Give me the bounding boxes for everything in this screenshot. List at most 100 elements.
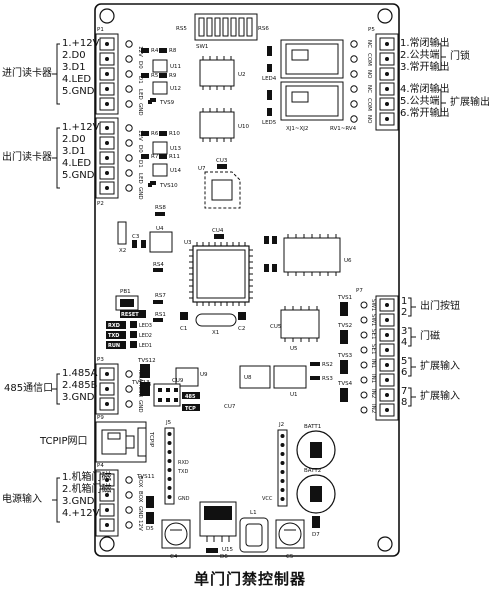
exit-reader-pin: 4.LED [62,158,92,169]
label-u14: U14 [170,168,182,174]
lock-pin: 3.常开输出 [400,62,450,73]
label-c1: C1 [180,326,187,332]
label-r10: R10 [169,131,180,137]
entry-reader-pin: 2.D0 [62,50,86,61]
label-u4: U4 [156,226,164,232]
label-u10: U10 [238,124,250,130]
pin-p2-1: 12V [137,130,143,141]
label-u13: U13 [170,146,182,152]
pin-number: 2 [401,307,408,318]
pin-p4-3: GND [137,506,143,519]
label-tvs1: TVS1 [337,295,352,301]
label-vcc-pin: VCC [262,496,273,502]
pin-number: 4 [401,337,408,348]
power-pin: 4.+12V [62,508,100,519]
pin-p1-5: GND [137,103,143,116]
lock-title: 门锁 [450,51,470,62]
label-485: 485 [185,394,196,400]
pin-number: 3 [401,326,408,337]
door-sensor-nums: 3 4 [401,326,407,348]
label-u11: U11 [170,64,181,70]
ext-out-pin: 6.常开输出 [400,108,450,119]
pin-p1-1: 12V [137,46,143,57]
label-rs3: RS3 [322,376,333,382]
optocouplers [152,59,168,177]
label-led4: LED4 [262,76,277,82]
rs485-pin: 3.GND [62,392,95,403]
label-x2: X2 [119,248,126,254]
pin-p4-1: BOX [137,476,143,488]
label-u1: U1 [290,392,298,398]
label-c4: C4 [170,554,178,560]
ext-in-2-nums: 7 8 [401,386,407,408]
label-tvs4: TVS4 [337,381,353,387]
label-gnd-pin: GND [178,496,190,502]
status-led-labels [106,321,137,349]
label-r6: R6 [151,131,159,137]
label-c5: C5 [286,554,294,560]
label-p5: P5 [368,27,375,33]
mounting-hole [99,536,115,552]
power-title: 电源输入 [2,494,42,505]
rs485-pin: 2.485B [62,380,98,391]
rj45-jack-p9 [95,421,147,463]
header-j5 [164,427,175,505]
small-diodes [267,46,272,116]
label-batt2: BATT2 [304,468,321,474]
lock-pin: 1.常闭输出 [400,38,450,49]
exit-button-title: 出门按钮 [420,301,460,312]
label-u7: U7 [198,166,206,172]
tvs-diodes-left [148,100,152,187]
label-x1: X1 [212,330,219,336]
label-led1: LED1 [139,343,152,349]
battery-batt2 [296,474,336,514]
label-tvs2: TVS2 [337,323,352,329]
label-d6: D6 [220,554,228,560]
label-d7: D7 [312,532,320,538]
label-p3: P3 [97,357,104,363]
power-pin: 3.GND [62,496,95,507]
pin-number: 6 [401,367,408,378]
label-cu5: CU5 [270,324,282,330]
mounting-hole [99,8,115,24]
pin-p7-2: SW1 [370,314,376,326]
label-txd: TXD [108,333,119,339]
label-r9: R9 [169,73,177,79]
regulator-u15 [199,501,237,542]
pin-p7-4: SE1 [370,344,376,354]
terminal-block-p3 [95,363,133,415]
label-rs1: RS1 [155,312,166,318]
label-d5: D5 [146,526,154,532]
label-r4: R4 [151,48,159,54]
label-p7: P7 [356,288,363,294]
ext-out-pin: 5.公共端 [400,96,440,107]
label-r7: R7 [151,154,159,160]
rs485-pins: 1.485A 2.485B 3.GND [62,368,98,404]
exit-reader-pin: 1.+12V [62,122,100,133]
label-cu9: CU9 [172,378,184,384]
chip-u2 [199,56,235,90]
mcu-u3 [189,242,253,306]
pin-p7-8: IN2 [370,404,376,413]
label-run: RUN [108,343,120,349]
label-u3: U3 [184,240,192,246]
tvs-diodes-right [340,302,348,402]
chip-u5 [280,306,320,342]
inductor-l1 [239,517,269,553]
label-p1: P1 [97,27,104,33]
pin-number: 1 [401,296,408,307]
chip-u7 [204,164,241,209]
exit-reader-title: 出门读卡器 [2,152,52,163]
crystal-x2 [117,221,127,245]
pin-p7-7: IN2 [370,389,376,398]
pin-p5-5: COM [366,98,372,111]
jumper-j3 [153,383,181,407]
label-cu7: CU7 [224,404,236,410]
ext-out-pins: 4.常闭输出 5.公共端 6.常开输出 [400,84,450,120]
exit-reader-pin: 2.D0 [62,134,86,145]
pin-number: 5 [401,356,408,367]
label-rs6: RS6 [258,26,269,32]
reset-button-pb1 [115,295,146,318]
chip-u1 [273,365,307,389]
pin-p1-4: LED [137,89,143,100]
